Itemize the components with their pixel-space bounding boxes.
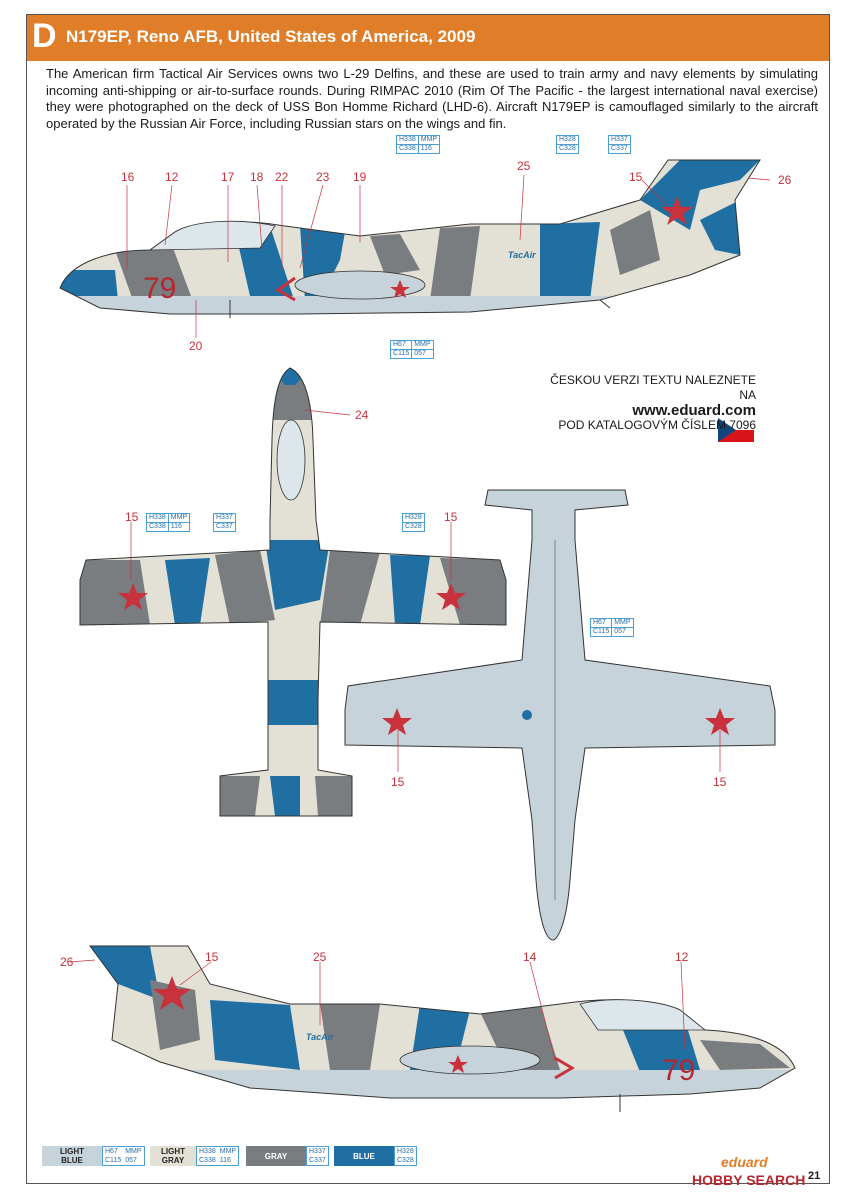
- callout-22: 22: [275, 170, 289, 184]
- callout-19: 19: [353, 170, 367, 184]
- legend-swatch: GRAY: [246, 1146, 306, 1166]
- eduard-url-link[interactable]: www.eduard.com: [632, 402, 756, 419]
- callout-23: 23: [316, 170, 330, 184]
- side-profile-top: 79 TacAir: [59, 159, 761, 318]
- profile-letter: D: [32, 17, 57, 55]
- chevron-marking-bottom: [554, 1056, 575, 1080]
- title-banner: [27, 15, 829, 61]
- plan-view-underside: [344, 489, 776, 941]
- czech-note-line1: ČESKOU VERZI TEXTU NALEZNETE NA: [550, 373, 756, 402]
- callout-12: 12: [675, 950, 689, 964]
- callout-26: 26: [778, 173, 792, 187]
- callout-25: 25: [313, 950, 327, 964]
- callout-14: 14: [523, 950, 537, 964]
- tacair-logo-top: TacAir: [508, 250, 536, 260]
- callout-15: 15: [444, 510, 458, 524]
- callout-15: 15: [713, 775, 727, 789]
- page-number: 21: [808, 1170, 821, 1182]
- tacair-logo-bottom: TacAir: [306, 1032, 334, 1042]
- hobby-search-watermark: HOBBY SEARCH: [692, 1172, 806, 1188]
- callout-17: 17: [221, 170, 235, 184]
- chevron-marking-top: [275, 276, 296, 302]
- callout-15: 15: [125, 510, 139, 524]
- callout-26: 26: [60, 955, 74, 969]
- callout-12: 12: [165, 170, 179, 184]
- callout-18: 18: [250, 170, 264, 184]
- page-border: [26, 14, 830, 1184]
- callout-25: 25: [517, 159, 531, 173]
- callout-15: 15: [629, 170, 643, 184]
- callout-leader-lines: [69, 174, 771, 1061]
- czech-note-line3: POD KATALOGOVÝM ČÍSLEM 7096: [558, 418, 756, 432]
- intro-text: The American firm Tactical Air Services …: [46, 66, 818, 131]
- profile-title: N179EP, Reno AFB, United States of Ameri…: [66, 27, 476, 46]
- callout-20: 20: [189, 339, 203, 353]
- czech-flag: [718, 418, 754, 442]
- side-profile-bottom: 79 TacAir: [89, 945, 796, 1112]
- eduard-logo: eduard: [721, 1154, 768, 1170]
- callout-16: 16: [121, 170, 135, 184]
- plan-view-top: [79, 367, 507, 817]
- callout-24: 24: [355, 408, 369, 422]
- legend-swatch: BLUE: [334, 1146, 394, 1166]
- tail-number-bottom: 79: [662, 1054, 695, 1087]
- czech-version-note: ČESKOU VERZI TEXTU NALEZNETE NA www.edua…: [536, 373, 756, 433]
- callout-15: 15: [205, 950, 219, 964]
- callout-15: 15: [391, 775, 405, 789]
- tail-number-top: 79: [143, 272, 176, 305]
